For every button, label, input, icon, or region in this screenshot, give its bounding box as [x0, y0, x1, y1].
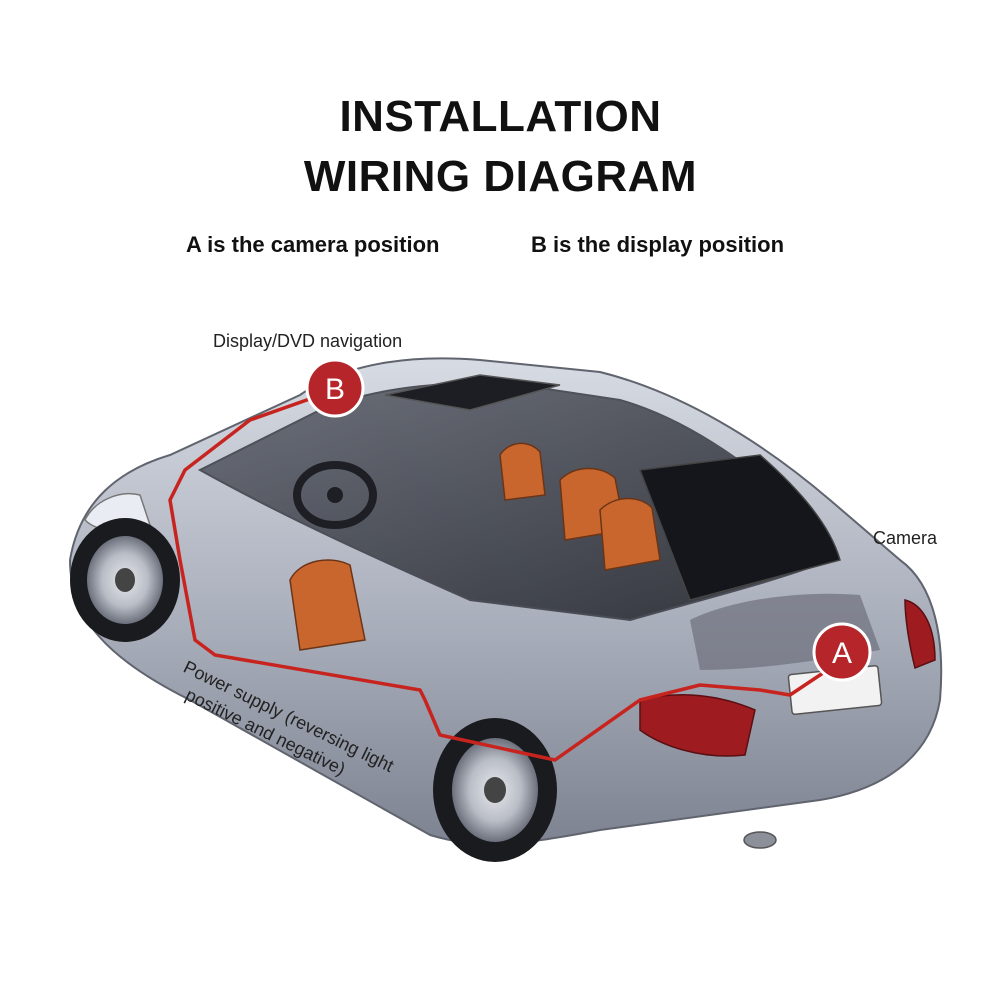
tail-light-right: [904, 599, 936, 670]
front-seat: [289, 559, 366, 651]
camera-position-note: A is the camera position: [186, 232, 440, 257]
diagram-title-line2: WIRING DIAGRAM: [303, 152, 698, 201]
steering-wheel: [293, 461, 377, 529]
wiring-route: [168, 388, 836, 762]
display-callout: Display/DVD navigation: [213, 331, 403, 351]
diagram-title-line1: INSTALLATION: [339, 92, 662, 141]
front-wheel: [70, 518, 180, 642]
display-position-note: B is the display position: [531, 232, 785, 257]
marker-a: A: [812, 622, 872, 682]
rear-window: [638, 454, 841, 601]
rear-wheel: [433, 718, 557, 862]
marker-b-label: B: [325, 373, 345, 406]
tail-light-left: [639, 694, 756, 757]
marker-b: B: [305, 358, 365, 418]
camera-callout: Camera: [873, 528, 938, 548]
marker-a-label: A: [832, 637, 852, 670]
